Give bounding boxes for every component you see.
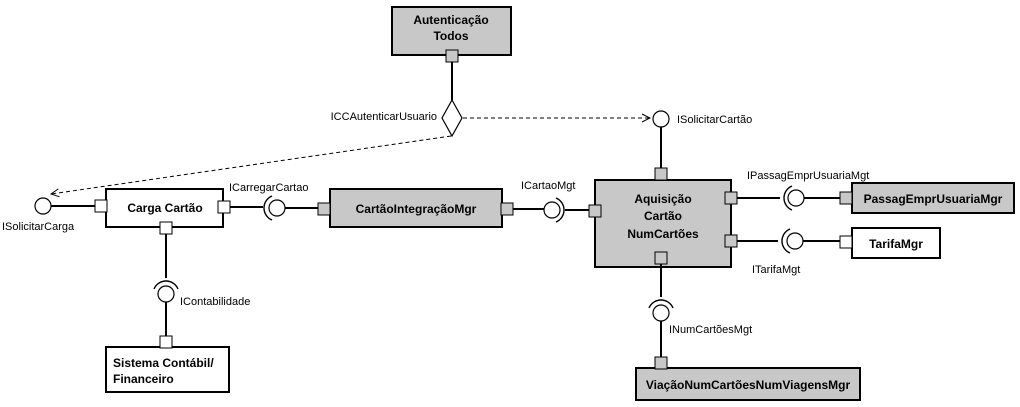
port-aquisicao-bottom[interactable] [654, 251, 668, 265]
lollipop-ipassag-empr-usuaria-mgt-icon[interactable] [787, 189, 805, 207]
component-cartao-integracao-mgr-label: CartãoIntegraçãoMgr [356, 202, 477, 216]
component-cartao-integracao-mgr[interactable]: CartãoIntegraçãoMgr [329, 188, 503, 228]
component-autenticacao-line1: Autenticação [413, 13, 488, 27]
port-cartao-integracao-left[interactable] [317, 202, 331, 216]
component-sistema-contabil[interactable]: Sistema Contábil/ Financeiro [105, 346, 230, 393]
component-aquisicao-line3: NumCartões [627, 227, 699, 241]
component-carga-cartao[interactable]: Carga Cartão [105, 188, 224, 228]
socket-icontabilidade-icon [153, 280, 179, 290]
label-itarifa-mgt: ITarifaMgt [752, 264, 800, 276]
port-aquisicao-top[interactable] [654, 167, 668, 181]
component-autenticacao[interactable]: Autenticação Todos [391, 6, 512, 56]
socket-icarregar-cartao-icon [263, 195, 273, 221]
lollipop-icontabilidade-icon[interactable] [157, 285, 175, 303]
dependency-arrow-solicitar-carga [51, 135, 452, 194]
component-tarifa-mgr-label: TarifaMgr [869, 237, 923, 251]
component-aquisicao-line1: Aquisição [634, 192, 691, 206]
lollipop-itarifa-mgt-icon[interactable] [786, 232, 804, 250]
label-inum-cartoes-mgt: INumCartõesMgt [669, 324, 752, 336]
label-isolicitar-cartao: ISolicitarCartão [677, 114, 752, 126]
socket-icartao-mgt-icon [555, 197, 565, 223]
lollipop-icarregar-cartao-icon[interactable] [268, 199, 286, 217]
port-tarifa-mgr-left[interactable] [839, 235, 853, 249]
port-aquisicao-left[interactable] [588, 204, 602, 218]
label-icontabilidade: IContabilidade [180, 296, 250, 308]
lollipop-inum-cartoes-mgt-icon[interactable] [652, 304, 670, 322]
lollipop-icartao-mgt-icon[interactable] [543, 201, 561, 219]
component-sistema-contabil-line2: Financeiro [113, 372, 174, 386]
port-passag-mgr-left[interactable] [839, 191, 853, 205]
component-carga-cartao-label: Carga Cartão [127, 201, 202, 215]
label-icc-autenticar-usuario: ICCAutenticarUsuario [331, 111, 437, 123]
component-viacao-num-cartoes-mgr[interactable]: ViaçãoNumCartõesNumViagensMgr [635, 367, 861, 401]
port-aquisicao-right-bottom[interactable] [724, 234, 738, 248]
component-passag-empr-usuaria-mgr[interactable]: PassagEmprUsuariaMgr [851, 182, 1015, 214]
component-autenticacao-line2: Todos [433, 29, 468, 43]
component-sistema-contabil-line1: Sistema Contábil/ [113, 356, 214, 370]
port-viacao-top[interactable] [654, 356, 668, 370]
label-isolicitar-carga: ISolicitarCarga [2, 221, 75, 233]
component-viacao-num-cartoes-mgr-label: ViaçãoNumCartõesNumViagensMgr [646, 378, 851, 392]
label-ipassag-empr-usuaria-mgt: IPassagEmprUsuariaMgt [747, 170, 869, 182]
socket-inum-cartoes-mgt-icon [648, 299, 674, 309]
port-sistema-contabil-top[interactable] [159, 335, 173, 349]
diamond-icon[interactable] [441, 98, 463, 138]
label-icartao-mgt: ICartaoMgt [521, 180, 575, 192]
port-autenticacao[interactable] [445, 49, 459, 63]
label-icarregar-cartao: ICarregarCartao [229, 182, 308, 194]
port-carga-left[interactable] [94, 199, 108, 213]
port-carga-right[interactable] [217, 200, 231, 214]
port-aquisicao-right-top[interactable] [724, 191, 738, 205]
lollipop-isolicitar-carga-icon[interactable] [34, 197, 52, 215]
component-tarifa-mgr[interactable]: TarifaMgr [851, 227, 941, 259]
socket-itarifa-mgt-icon [781, 228, 791, 254]
lollipop-isolicitar-cartao-icon[interactable] [652, 110, 670, 128]
component-passag-empr-usuaria-mgr-label: PassagEmprUsuariaMgr [864, 192, 1003, 206]
port-carga-bottom[interactable] [159, 221, 173, 235]
component-aquisicao[interactable]: Aquisição Cartão NumCartões [594, 179, 732, 268]
component-aquisicao-line2: Cartão [644, 209, 682, 223]
port-cartao-integracao-right[interactable] [500, 202, 514, 216]
socket-ipassag-empr-usuaria-mgt-icon [783, 185, 793, 211]
